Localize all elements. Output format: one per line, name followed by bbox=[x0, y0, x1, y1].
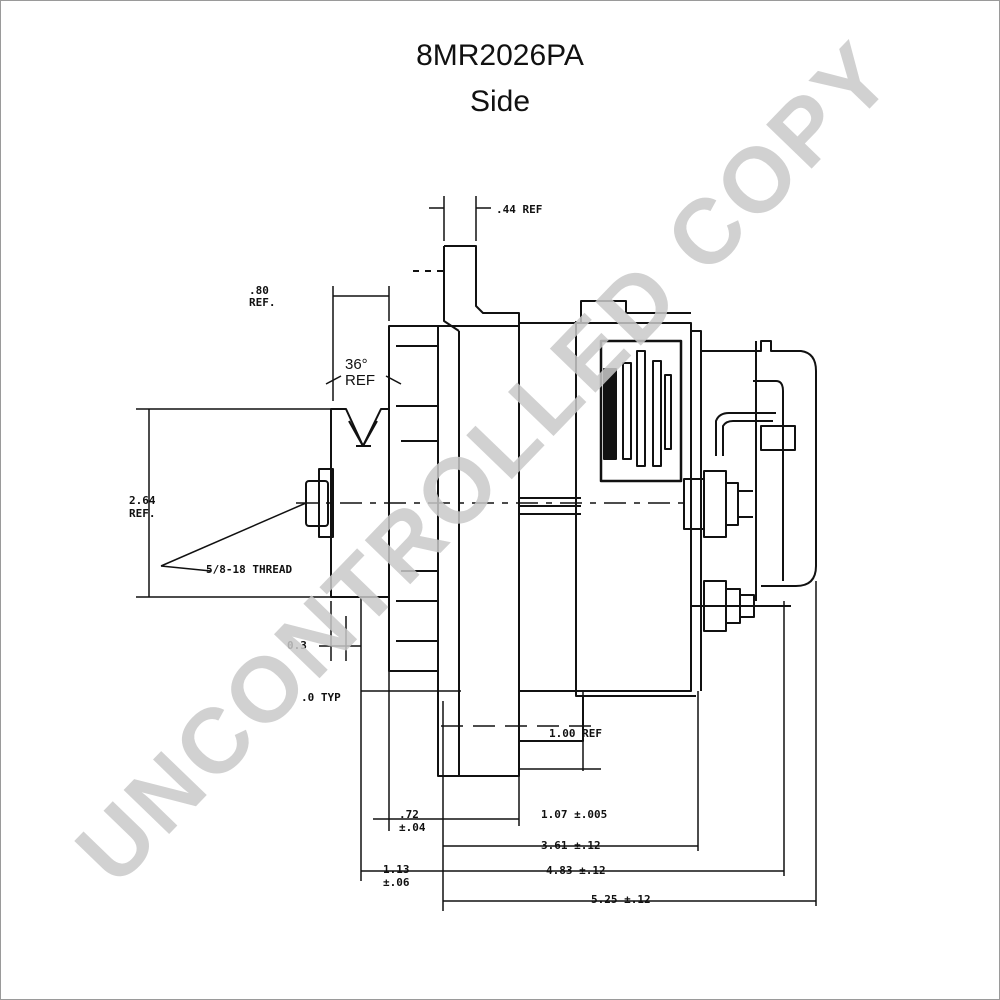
dim-107: 1.07 ±.005 bbox=[541, 808, 607, 821]
nameplate bbox=[599, 339, 683, 483]
dim-pulley-diameter-ref: REF. bbox=[129, 507, 156, 520]
dim-072: .72 bbox=[399, 808, 419, 821]
output-terminal-stud bbox=[683, 470, 753, 538]
dim-thread: 5/8-18 THREAD bbox=[206, 563, 292, 576]
part-number-title: 8MR2026PA bbox=[416, 39, 584, 72]
pulley bbox=[330, 408, 390, 598]
dim-offset-small: 0.3 bbox=[287, 639, 307, 652]
dim-groove-angle: 36° bbox=[345, 356, 368, 373]
dim-groove-angle-ref: REF bbox=[345, 372, 375, 389]
ground-terminal-stud bbox=[691, 580, 791, 632]
dim-113: 1.13 bbox=[383, 863, 410, 876]
dim-113-tol: ±.06 bbox=[383, 876, 410, 889]
dim-offset-typ: .0 TYP bbox=[301, 691, 341, 704]
dim-pulley-diameter-value: 2.64 bbox=[129, 494, 156, 507]
dim-pad-width: .44 REF bbox=[496, 203, 542, 216]
dim-072-tol: ±.04 bbox=[399, 821, 426, 834]
dim-483: 4.83 ±.12 bbox=[546, 864, 606, 877]
dimension-lines bbox=[136, 196, 817, 911]
dim-525: 5.25 ±.12 bbox=[591, 893, 651, 906]
dim-mount-ref: 1.00 REF bbox=[549, 727, 602, 740]
rear-housing bbox=[518, 300, 696, 742]
rear-cover bbox=[691, 330, 817, 691]
mounting-ear bbox=[413, 245, 520, 332]
dimension-labels: .44 REF .80 REF. 36° REF 2.64 REF. 5/8-1… bbox=[129, 203, 651, 906]
view-subtitle: Side bbox=[469, 85, 531, 118]
dim-pulley-width-value: .80 bbox=[249, 284, 269, 297]
dim-pulley-width-ref: REF. bbox=[249, 296, 276, 309]
dim-361: 3.61 ±.12 bbox=[541, 839, 601, 852]
